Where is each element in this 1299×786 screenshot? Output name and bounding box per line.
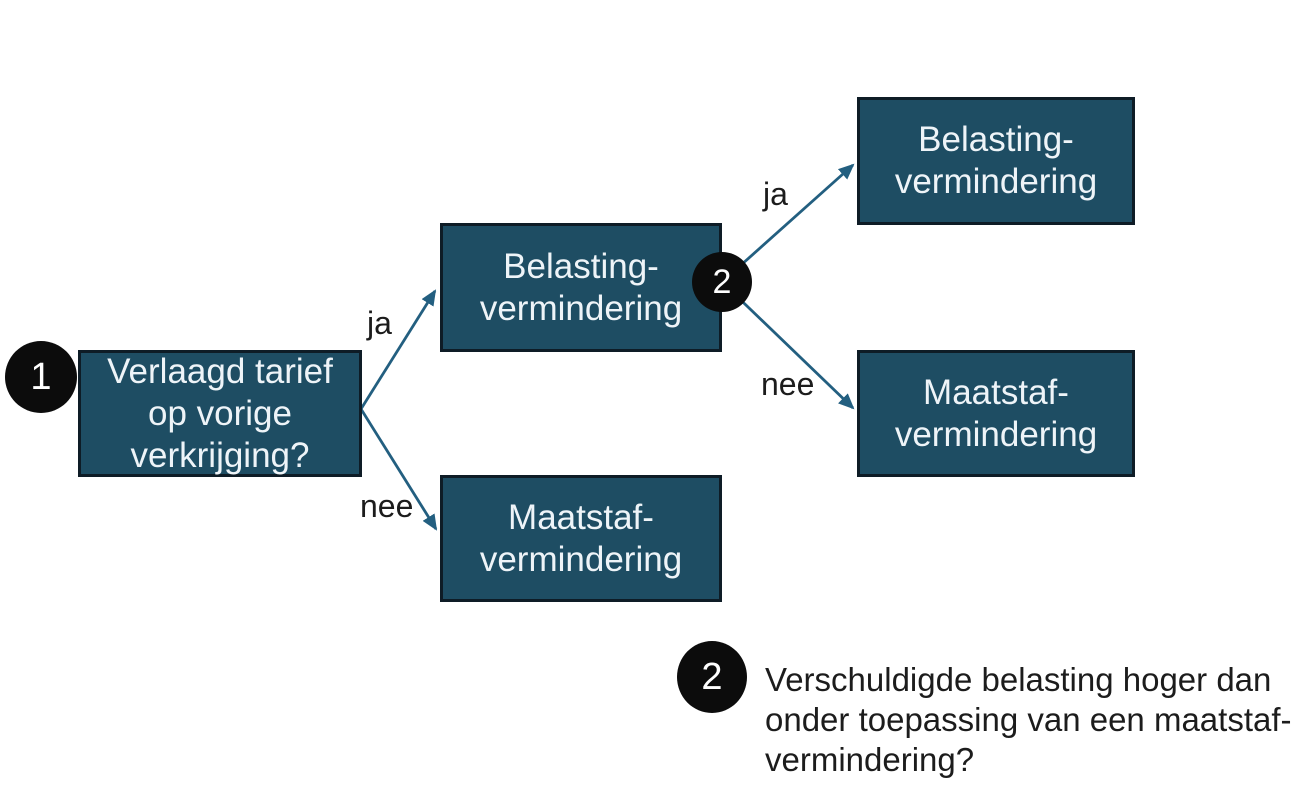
flow-node-question-verlaagd-tarief: Verlaagd tarief op vorige verkrijging? (78, 350, 362, 477)
edge-nee-step2-to-maatstafvermindering (721, 280, 855, 410)
flow-node-belastingvermindering-right: Belasting- vermindering (857, 97, 1135, 225)
flow-node-label: Belasting- vermindering (479, 246, 683, 328)
edge-label-ja-right: ja (763, 176, 788, 212)
edge-label-ja-left: ja (367, 305, 392, 341)
badge-number: 2 (712, 262, 732, 301)
edge-label-nee-right: nee (761, 366, 815, 402)
flow-node-label: Maatstaf- vermindering (894, 372, 1098, 454)
flow-node-label: Verlaagd tarief op vorige verkrijging? (107, 351, 333, 475)
edge-ja-question-to-belastingvermindering (359, 289, 437, 410)
badge-number: 2 (701, 655, 723, 698)
edge-nee-question-to-maatstafvermindering (359, 408, 438, 531)
flow-node-belastingvermindering-mid: Belasting- vermindering (440, 223, 722, 352)
step-1-badge: 1 (5, 341, 77, 413)
step-2-badge: 2 (692, 252, 752, 312)
flow-node-label: Maatstaf- vermindering (479, 497, 683, 579)
flow-node-label: Belasting- vermindering (894, 120, 1098, 201)
flow-node-maatstafvermindering-mid: Maatstaf- vermindering (440, 475, 722, 602)
flow-node-maatstafvermindering-right: Maatstaf- vermindering (857, 350, 1135, 477)
footnote-step2-explanation: Verschuldigde belasting hoger dan onder … (765, 661, 1292, 778)
badge-number: 1 (30, 355, 52, 398)
note-2-badge: 2 (677, 641, 747, 713)
edge-label-nee-left: nee (360, 488, 414, 524)
